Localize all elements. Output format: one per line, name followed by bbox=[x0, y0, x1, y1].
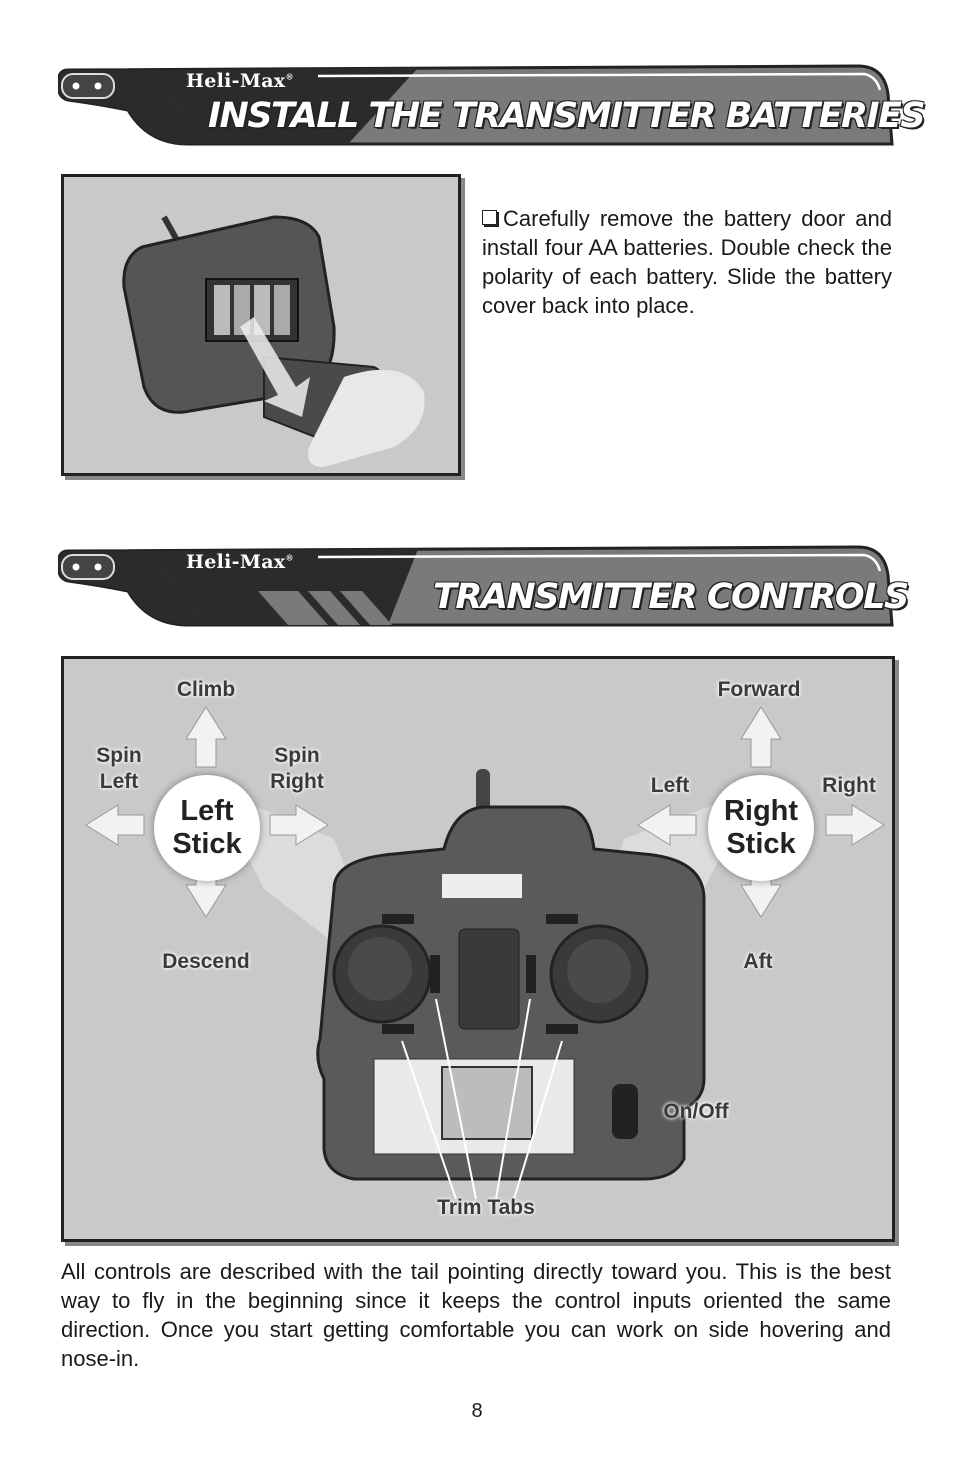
label-on-off: On/Off bbox=[663, 1100, 729, 1123]
brand-logo: Heli-Max® bbox=[186, 551, 294, 573]
brand-logo: Heli-Max® bbox=[186, 70, 294, 92]
controls-paragraph: All controls are described with the tail… bbox=[61, 1259, 891, 1371]
section-banner-controls: Heli-Max® TRANSMITTER CONTROLS bbox=[58, 545, 909, 629]
section-banner-batteries: Heli-Max® INSTALL THE TRANSMITTER BATTER… bbox=[58, 64, 926, 148]
label-left: Left bbox=[650, 774, 690, 797]
label-forward: Forward bbox=[717, 678, 801, 701]
label-right: Right bbox=[822, 774, 876, 797]
rotor-blade-graphic bbox=[58, 64, 894, 146]
label-descend: Descend bbox=[162, 950, 250, 973]
checkbox-icon[interactable] bbox=[482, 210, 497, 225]
section-title: INSTALL THE TRANSMITTER BATTERIES bbox=[208, 96, 926, 136]
label-trim-tabs: Trim Tabs bbox=[437, 1196, 535, 1219]
section-title: TRANSMITTER CONTROLS bbox=[433, 577, 909, 617]
label-climb: Climb bbox=[176, 678, 236, 701]
label-aft: Aft bbox=[743, 950, 773, 973]
battery-install-photo bbox=[61, 174, 461, 476]
page-number: 8 bbox=[471, 1400, 483, 1422]
rotor-blade-graphic bbox=[58, 545, 894, 627]
battery-instruction: Carefully remove the battery door and in… bbox=[482, 206, 892, 318]
